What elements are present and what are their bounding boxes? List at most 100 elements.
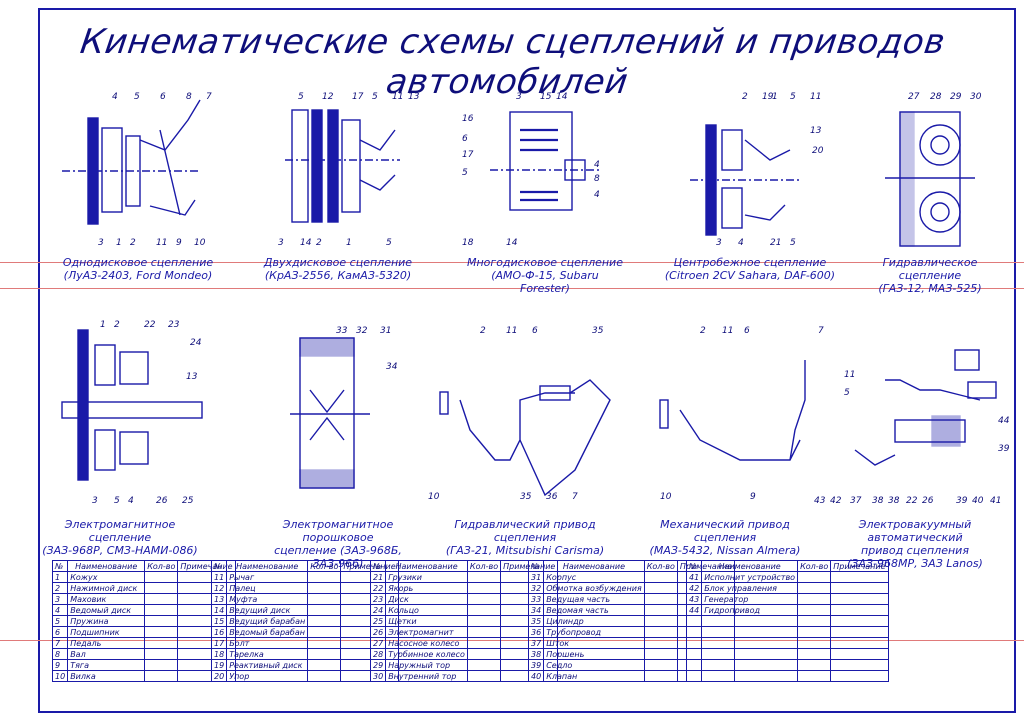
callout-number: 38: [872, 496, 884, 506]
callout-number: 21: [770, 238, 782, 248]
table-cell: Тарелка: [226, 648, 309, 660]
table-cell: [685, 637, 703, 649]
table-cell: Ведомая часть: [543, 604, 645, 616]
diagram-double-disc: [285, 109, 400, 223]
caption-single-disc: Однодисковое сцепление (ЛуАЗ-2403, Ford …: [62, 256, 214, 282]
table-header: Наименование: [543, 560, 645, 572]
callout-number: 5: [462, 168, 468, 178]
table-cell: [144, 593, 179, 605]
table-cell: [830, 637, 889, 649]
table-cell: Вилка: [67, 670, 146, 682]
caption-electromagnetic: Электромагнитное сцепление (ЗАЗ-968Р, СМ…: [42, 518, 198, 557]
table-cell: 41: [685, 571, 703, 583]
table-cell: Наружный тор: [385, 659, 468, 671]
table-cell: Грузики: [385, 571, 468, 583]
table-row: [685, 670, 889, 682]
table-cell: [797, 582, 832, 594]
table-cell: [307, 670, 342, 682]
table-cell: Клапан: [543, 670, 645, 682]
sheet-line: [0, 262, 1024, 263]
callout-number: 3: [92, 496, 98, 506]
table-cell: Блок управления: [701, 582, 799, 594]
callout-number: 20: [812, 146, 824, 156]
caption-double-disc: Двухдисковое сцепление (КрАЗ-2556, КамАЗ…: [263, 256, 413, 282]
callout-number: 23: [168, 320, 180, 330]
table-cell: [701, 615, 799, 627]
table-cell: Упор: [226, 670, 309, 682]
table-cell: [830, 593, 889, 605]
table-cell: [643, 571, 678, 583]
callout-number: 11: [156, 238, 168, 248]
table-cell: [466, 637, 502, 649]
table-cell: [685, 615, 703, 627]
table-cell: 14: [210, 604, 228, 616]
table-header: №: [51, 560, 69, 572]
callout-number: 27: [908, 92, 920, 102]
table-row: [685, 626, 889, 638]
table-cell: 32: [527, 582, 545, 594]
table-cell: [466, 659, 502, 671]
table-cell: Пружина: [67, 615, 146, 627]
callout-number: 6: [462, 134, 468, 144]
table-cell: Палец: [226, 582, 309, 594]
callout-number: 4: [594, 160, 600, 170]
callout-number: 5: [298, 92, 304, 102]
table-cell: Шток: [543, 637, 645, 649]
callout-number: 6: [532, 326, 538, 336]
callout-number: 14: [300, 238, 312, 248]
table-header: №: [527, 560, 545, 572]
table-cell: [144, 637, 179, 649]
table-cell: [830, 604, 889, 616]
callout-number: 5: [790, 92, 796, 102]
table-cell: [701, 637, 799, 649]
callout-number: 4: [738, 238, 744, 248]
callout-number: 1: [772, 92, 778, 102]
table-cell: [144, 582, 179, 594]
table-cell: 10: [51, 670, 69, 682]
callout-number: 13: [408, 92, 420, 102]
table-cell: [830, 670, 889, 682]
callout-number: 11: [844, 370, 856, 380]
callout-number: 26: [922, 496, 934, 506]
table-cell: Ведущий диск: [226, 604, 309, 616]
table-cell: [307, 648, 342, 660]
table-cell: 43: [685, 593, 703, 605]
diagram-electrovacuum: [854, 349, 997, 466]
table-cell: [307, 626, 342, 638]
table-cell: Нажимной диск: [67, 582, 146, 594]
callout-number: 11: [722, 326, 734, 336]
table-cell: Исполнит устройство: [701, 571, 799, 583]
callout-number: 3: [98, 238, 104, 248]
table-cell: 6: [51, 626, 69, 638]
table-cell: [144, 604, 179, 616]
callout-number: 15: [540, 92, 552, 102]
table-cell: 12: [210, 582, 228, 594]
callout-number: 18: [462, 238, 474, 248]
table-header: Кол-во: [797, 560, 832, 572]
callout-number: 22: [906, 496, 918, 506]
table-cell: Электромагнит: [385, 626, 468, 638]
table-cell: [643, 626, 678, 638]
table-cell: 40: [527, 670, 545, 682]
callout-number: 14: [506, 238, 518, 248]
table-header: Наименование: [385, 560, 468, 572]
callout-number: 2: [316, 238, 322, 248]
table-cell: 36: [527, 626, 545, 638]
table-cell: [144, 670, 179, 682]
callout-number: 2: [700, 326, 706, 336]
table-header: Кол-во: [643, 560, 678, 572]
table-header: Примечание: [830, 560, 889, 572]
table-cell: Тяга: [67, 659, 146, 671]
table-cell: [797, 593, 832, 605]
callout-number: 40: [972, 496, 984, 506]
callout-number: 16: [462, 114, 474, 124]
